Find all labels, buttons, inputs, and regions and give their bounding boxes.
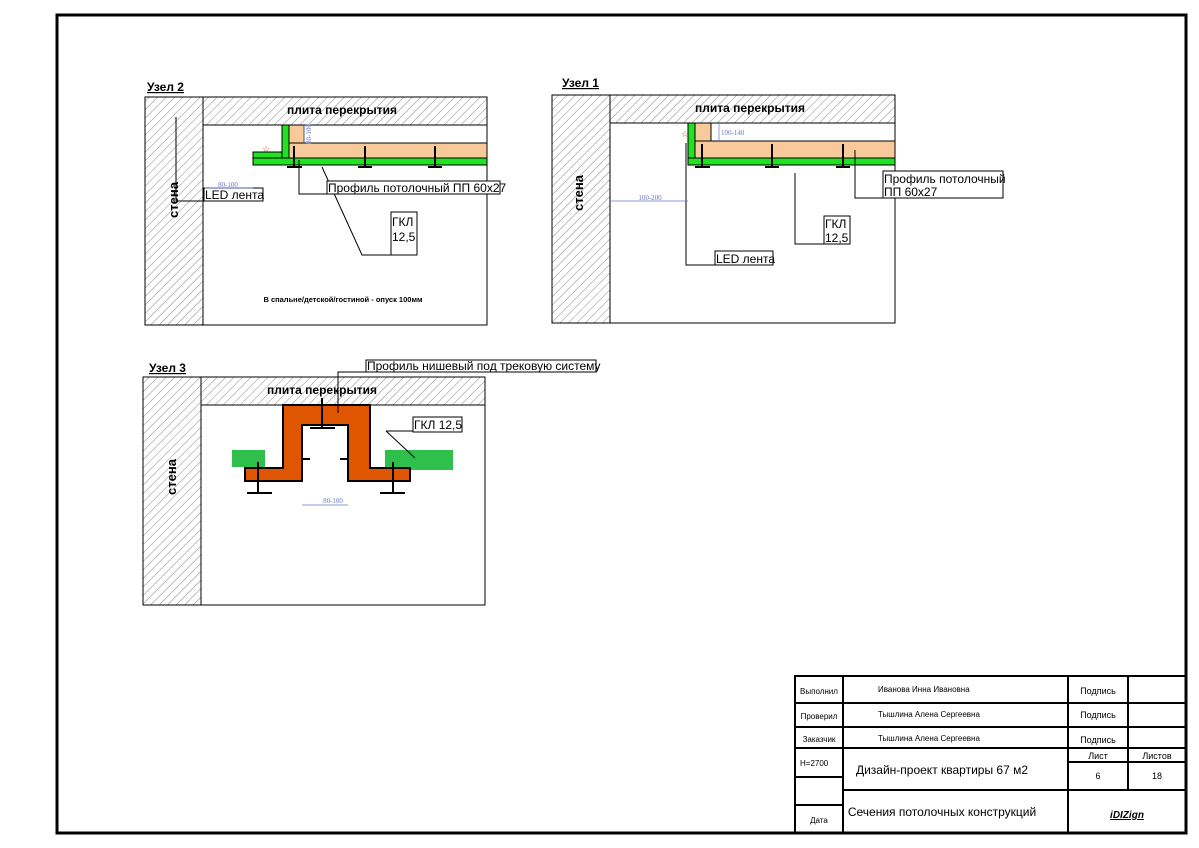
node-2-note: В спальне/детской/гостиной - опуск 100мм — [263, 295, 423, 304]
sheets-label: Листов — [1142, 751, 1171, 761]
person-name: Иванова Инна Ивановна — [878, 685, 970, 694]
gkl-sheet — [252, 157, 488, 166]
person-name: Тышлина Алена Сергеевна — [878, 710, 980, 719]
dim-horizontal: 100-200 — [638, 194, 662, 202]
profile-block — [288, 124, 305, 144]
ceiling-height: H=2700 — [800, 759, 829, 768]
slab-label: плита перекрытия — [267, 383, 377, 397]
dim-horizontal: 80-100 — [323, 497, 343, 505]
gkl-label: ГКЛ 12,5 — [414, 418, 462, 432]
drawing-title: Сечения потолочных конструкций — [848, 805, 1036, 819]
node-2: Узел 2 плита перекрытия стена ☆ LED лент… — [144, 80, 507, 326]
led-star-icon: ☆ — [681, 129, 689, 139]
ceiling-slab — [200, 376, 486, 406]
niche-profile-label: Профиль нишевый под трековую систему — [367, 359, 601, 373]
sheet-number: 6 — [1095, 771, 1100, 781]
person-name: Тышлина Алена Сергеевна — [878, 734, 980, 743]
role-label: Проверил — [801, 712, 838, 721]
dim-vertical: 100-140 — [721, 129, 745, 137]
profile-label-1: Профиль потолочный — [884, 172, 1006, 186]
dim-horizontal: 80-100 — [218, 181, 238, 189]
title-block — [794, 675, 1187, 834]
wall-label: стена — [164, 458, 179, 495]
signature-label: Подпись — [1080, 710, 1116, 720]
gkl-right — [385, 450, 453, 470]
led-label: LED лента — [205, 188, 264, 202]
node-1: Узел 1 плита перекрытия стена ☆ 100-200 … — [551, 76, 1006, 324]
node-2-title: Узел 2 — [147, 80, 184, 94]
wall-label: стена — [571, 174, 586, 211]
gkl-sheet — [687, 157, 896, 166]
date-label: Дата — [810, 816, 828, 825]
ceiling-slab — [609, 94, 896, 124]
gkl-label-1: ГКЛ — [825, 217, 846, 231]
node-3: Узел 3 плита перекрытия стена Профиль ни… — [142, 359, 601, 606]
gkl-label-2: 12,5 — [825, 231, 849, 245]
node-3-title: Узел 3 — [149, 361, 186, 375]
wall-label: стена — [166, 181, 181, 218]
ceiling-profile — [694, 140, 896, 159]
role-label: Заказчик — [803, 735, 836, 744]
role-label: Выполнил — [800, 687, 838, 696]
sheet-label: Лист — [1088, 751, 1108, 761]
brand-logo: iDIZign — [1110, 810, 1144, 821]
signature-label: Подпись — [1080, 735, 1116, 745]
sheet-count: 18 — [1152, 771, 1162, 781]
wall — [551, 94, 611, 324]
leaders — [685, 143, 883, 266]
profile-label-2: ПП 60х27 — [884, 185, 938, 199]
project-title: Дизайн-проект квартиры 67 м2 — [856, 763, 1028, 777]
slab-label: плита перекрытия — [287, 103, 397, 117]
niche-profile — [244, 404, 411, 482]
sheet-frame — [55, 13, 1188, 835]
hangers — [695, 144, 850, 168]
hangers — [287, 146, 442, 168]
slab-label: плита перекрытия — [695, 101, 805, 115]
wall — [142, 376, 202, 606]
profile-block — [694, 122, 712, 142]
led-label: LED лента — [716, 252, 775, 266]
dim-vertical: 80-100 — [305, 124, 313, 144]
gkl-left — [232, 450, 265, 467]
hangers — [247, 398, 405, 494]
ceiling-profile — [288, 142, 488, 159]
gkl-label-1: ГКЛ — [392, 215, 413, 229]
led-star-icon: ☆ — [262, 144, 270, 154]
profile-label: Профиль потолочный ПП 60х27 — [328, 181, 507, 195]
gkl-label-2: 12,5 — [392, 230, 416, 244]
ceiling-slab — [202, 96, 488, 126]
signature-label: Подпись — [1080, 686, 1116, 696]
title-block-text: Выполнил Иванова Инна Ивановна Подпись П… — [800, 685, 1172, 825]
wall — [144, 96, 204, 326]
leaders — [337, 371, 416, 459]
node-1-title: Узел 1 — [562, 76, 599, 90]
